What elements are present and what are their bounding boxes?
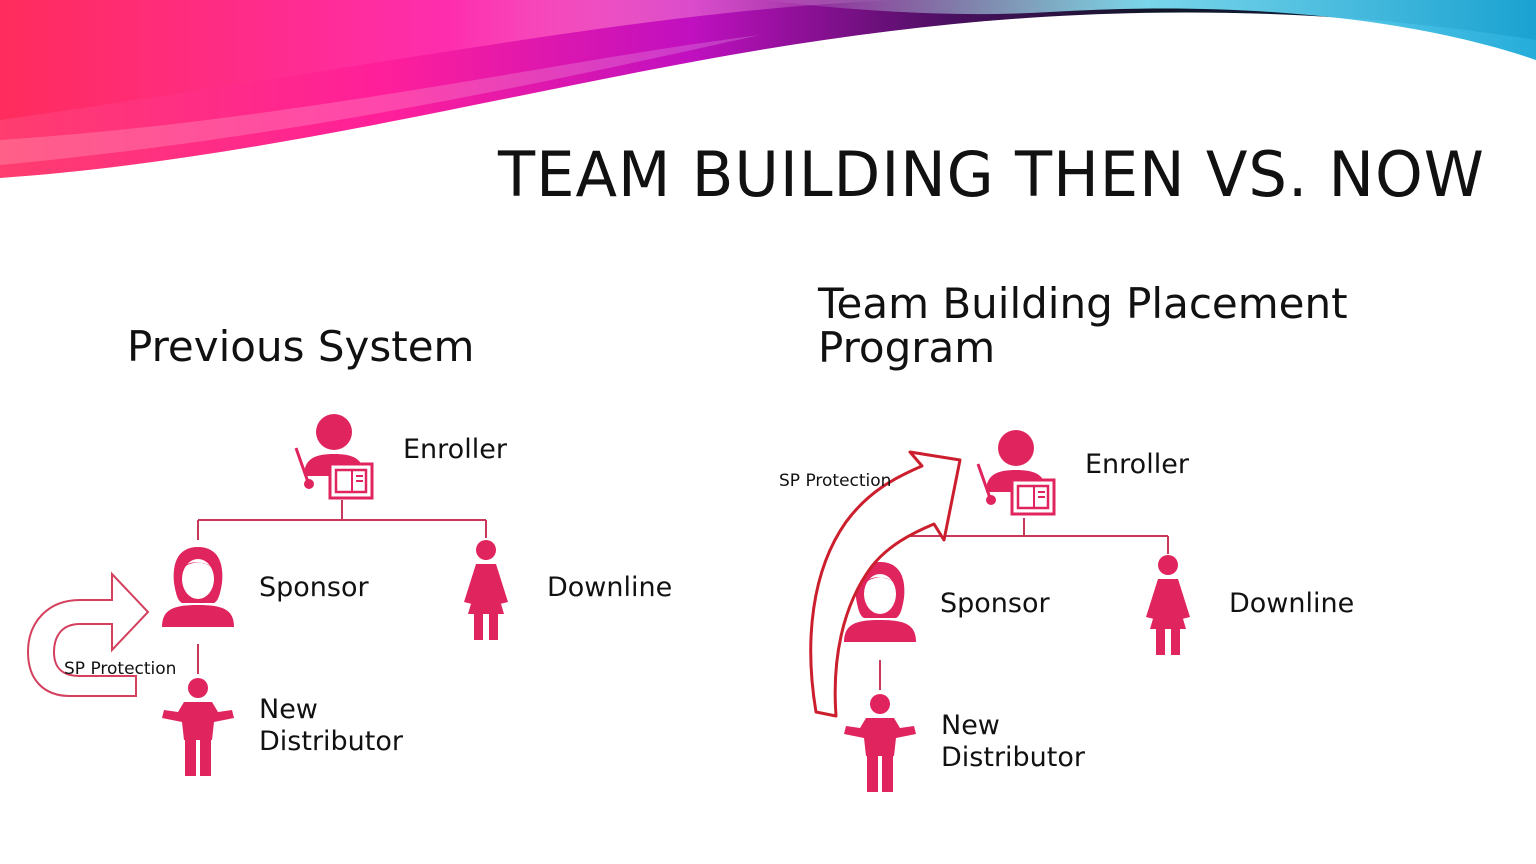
- slide-title: TEAM BUILDING THEN VS. NOW: [498, 138, 1485, 211]
- right-new-distributor-man-icon: [844, 694, 916, 792]
- left-downline-woman-icon: [464, 540, 508, 640]
- left-enroller-presenter-icon: [294, 412, 374, 500]
- swoosh-cyan-band: [760, 0, 1536, 60]
- right-sponsor-label: Sponsor: [940, 588, 1050, 619]
- swoosh-pink-band: [0, 0, 900, 120]
- left-connectors: [197, 500, 487, 674]
- left-section-heading: Previous System: [127, 322, 475, 371]
- right-new-distributor-label-line2: Distributor: [941, 742, 1086, 773]
- left-new-distributor-man-icon: [162, 678, 234, 776]
- left-diagram: [26, 412, 508, 776]
- right-sp-protection-curved-arrow-icon: [809, 450, 962, 718]
- swoosh-white-streak: [0, 35, 760, 165]
- right-new-distributor-label-line1: New: [941, 710, 1000, 741]
- header-swoosh-graphic: [0, 0, 1536, 178]
- left-new-distributor-label-line1: New: [259, 694, 318, 725]
- right-enroller-presenter-icon: [976, 428, 1056, 516]
- left-enroller-label: Enroller: [403, 434, 507, 465]
- right-section-heading: Team Building Placement Program: [818, 279, 1348, 372]
- left-sp-protection-uturn-arrow-icon: [26, 571, 150, 697]
- right-diagram: [809, 428, 1190, 792]
- right-downline-woman-icon: [1146, 555, 1190, 655]
- right-enroller-label: Enroller: [1085, 449, 1189, 480]
- left-sponsor-label: Sponsor: [259, 572, 369, 603]
- left-sponsor-woman-icon: [162, 547, 234, 627]
- left-downline-label: Downline: [547, 572, 673, 603]
- left-sp-protection-label: SP Protection: [64, 659, 177, 679]
- right-downline-label: Downline: [1229, 588, 1355, 619]
- left-new-distributor-label-line2: Distributor: [259, 726, 404, 757]
- right-sp-protection-label: SP Protection: [779, 471, 892, 491]
